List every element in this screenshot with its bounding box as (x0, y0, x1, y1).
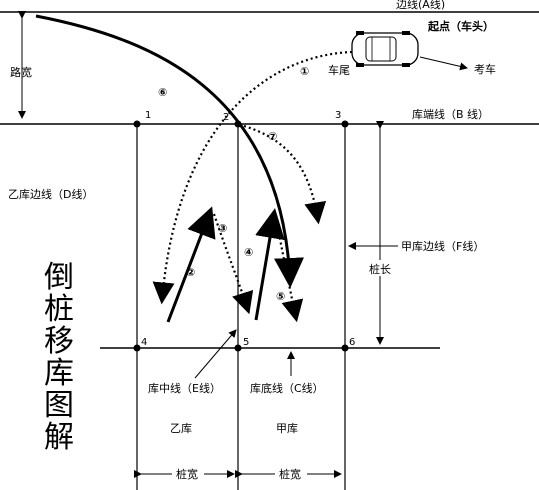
car-tail-label: 车尾 (328, 63, 350, 77)
exam-car-pointer (419, 56, 468, 71)
b-side-line-label: 乙库边线（D线） (8, 187, 93, 201)
title-char-3: 移 (44, 324, 74, 359)
vertical-title: 倒 桩 移 库 图 解 (44, 260, 74, 455)
path-step-4 (254, 208, 285, 321)
top-edge-label: 边线(A线) (396, 0, 445, 11)
title-char-4: 库 (44, 356, 74, 391)
step-label-4: ④ (244, 246, 253, 259)
jia-garage-label: 甲库 (276, 422, 298, 435)
step-label-2: ② (186, 266, 195, 279)
path-step-6 (35, 14, 304, 288)
title-char-6: 解 (44, 420, 74, 455)
step-label-1: ① (300, 65, 309, 78)
stake-point-3 (341, 120, 349, 128)
stake-width-label-1: 桩宽 (176, 467, 198, 481)
path-step-5 (274, 217, 304, 323)
title-char-2: 桩 (44, 292, 74, 327)
a-side-line-label: 甲库边线（F线） (401, 239, 484, 253)
end-line-label: 库端线（B 线） (412, 107, 489, 121)
yi-garage-label: 乙库 (170, 422, 192, 435)
path-step-2 (166, 206, 216, 323)
point-label-3: 3 (335, 110, 341, 121)
path-step-7 (243, 124, 327, 225)
point-label-4: 4 (141, 337, 147, 348)
point-label-5: 5 (243, 337, 249, 348)
path-step-1 (152, 50, 353, 305)
step-label-5: ⑤ (276, 290, 285, 303)
title-char-5: 图 (44, 388, 74, 423)
start-point-label: 起点（车头） (427, 19, 494, 33)
stake-point-1 (133, 120, 141, 128)
step-label-6: ⑥ (158, 86, 167, 99)
stake-point-4 (133, 344, 141, 352)
stake-point-6 (341, 344, 349, 352)
point-label-6: 6 (349, 337, 355, 348)
exam-car-label: 考车 (474, 62, 496, 76)
middle-line-label: 库中线（E线） (148, 381, 221, 395)
step-label-3: ③ (218, 222, 227, 235)
middle-line-pointer (194, 329, 237, 379)
stake-width-label-2: 桩宽 (279, 467, 301, 481)
road-width-label: 路宽 (10, 65, 32, 79)
stake-length-label: 桩长 (369, 262, 391, 276)
stake-point-5 (234, 344, 242, 352)
bottom-line-label: 库底线（C线） (250, 381, 324, 395)
step-label-7: ⑦ (268, 130, 277, 143)
title-char-1: 倒 (44, 260, 74, 295)
point-label-1: 1 (145, 110, 151, 121)
path-step-3 (212, 213, 254, 315)
exam-car-icon (351, 31, 419, 67)
